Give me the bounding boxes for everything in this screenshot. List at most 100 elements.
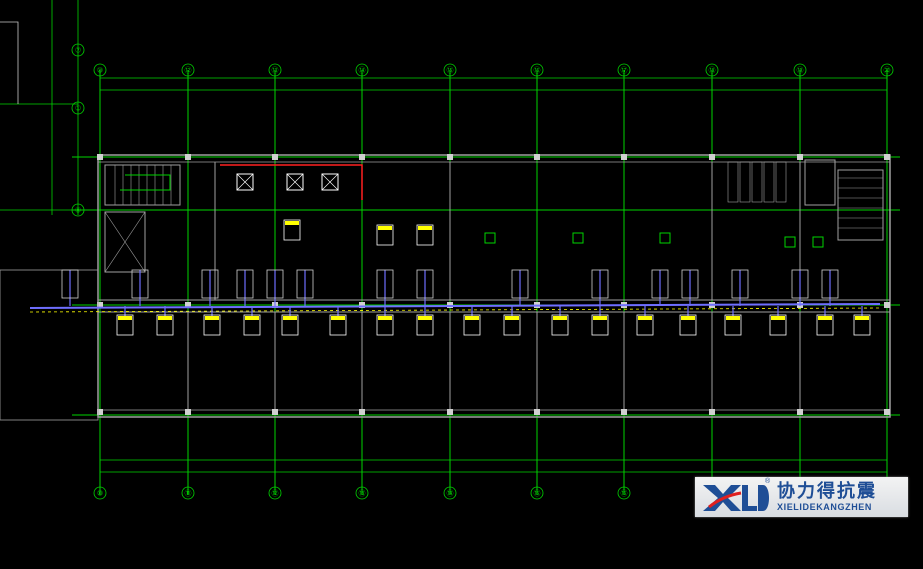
grid-label-top: ⑩ (97, 67, 103, 75)
grid-label-bottom: ⑫ (272, 490, 279, 498)
stair-arrow (120, 174, 171, 191)
grid-label-bottom-bubble (268, 486, 282, 500)
air-terminal (236, 173, 254, 191)
company-logo: ® 协力得抗震 XIELIDEKANGZHEN (695, 477, 908, 517)
fan-coil-label (418, 316, 432, 320)
fan-coil-label (331, 316, 345, 320)
valve-symbol (812, 236, 824, 248)
air-terminal (321, 173, 339, 191)
fan-coil-label (726, 316, 740, 320)
equipment-tag (131, 269, 149, 299)
grid-label-bottom-bubble (617, 486, 631, 500)
fan-coil-unit (503, 314, 521, 336)
valve-symbol (784, 236, 796, 248)
grid-label-left: ① (75, 105, 81, 113)
equipment-tag (376, 269, 394, 299)
column (359, 154, 365, 160)
grid-label-top: ⑳ (884, 67, 891, 75)
fan-coil-unit (283, 219, 301, 241)
valve-symbol (659, 232, 671, 244)
main-pipe (29, 307, 881, 313)
grid-label-top: ⑭ (359, 67, 366, 75)
toilet-stall (763, 161, 775, 203)
fan-coil-unit (156, 314, 174, 336)
column (272, 154, 278, 160)
fan-coil-units (61, 173, 871, 336)
column (185, 409, 191, 415)
fan-coil-unit (416, 314, 434, 336)
grid-label-top-bubble (93, 63, 107, 77)
grid-label-bottom: ⑩ (97, 490, 103, 498)
column (797, 154, 803, 160)
elevator-cross (104, 211, 146, 273)
fan-coil-unit (636, 314, 654, 336)
grid-label-bottom: ⑯ (621, 490, 628, 498)
column (534, 409, 540, 415)
grid-label-bottom-bubble (443, 486, 457, 500)
equipment-tag (416, 269, 434, 299)
stair-right (837, 169, 884, 241)
equipment-tag (821, 269, 839, 299)
column (797, 409, 803, 415)
grid-label-bottom-bubble (530, 486, 544, 500)
fan-coil-unit (551, 314, 569, 336)
grid-label-top: ⑮ (447, 67, 454, 75)
fan-coil-label (285, 221, 299, 225)
column (447, 409, 453, 415)
grid-label-bottom: ⑭ (447, 490, 454, 498)
grid-label-left-bubble (71, 101, 85, 115)
toilet-stall (751, 161, 763, 203)
logo-name-en: XIELIDEKANGZHEN (777, 501, 873, 512)
grid-label-top: ⑬ (272, 67, 279, 75)
fan-coil-label (245, 316, 259, 320)
grid-label-top: ⑱ (709, 67, 716, 75)
grid-label-top: ⑯ (534, 67, 541, 75)
equipment-tag (791, 269, 809, 299)
fan-coil-label (638, 316, 652, 320)
column (272, 409, 278, 415)
fan-coil-unit (243, 314, 261, 336)
column (884, 302, 890, 308)
air-terminal (286, 173, 304, 191)
grid-label-left: ⑧ (75, 207, 81, 215)
grid-label-top-bubble (793, 63, 807, 77)
fan-coil-unit (329, 314, 347, 336)
grid-label-top-bubble (181, 63, 195, 77)
fan-coil-unit (376, 314, 394, 336)
fan-coil-label (681, 316, 695, 320)
equipment-tag (651, 269, 669, 299)
column (709, 409, 715, 415)
column (447, 302, 453, 308)
equipment-tag (591, 269, 609, 299)
column (621, 154, 627, 160)
fan-coil-label (465, 316, 479, 320)
equipment-tag (681, 269, 699, 299)
column (185, 302, 191, 308)
grid-label-top-bubble (880, 63, 894, 77)
grid-label-top-bubble (705, 63, 719, 77)
equipment-tag (201, 269, 219, 299)
column (709, 154, 715, 160)
grid-label-top: ⑰ (621, 67, 628, 75)
supply-pipe (220, 164, 363, 200)
equipment-tag (511, 269, 529, 299)
equipment-tag (61, 269, 79, 299)
fan-coil-label (553, 316, 567, 320)
grid-label-left-bubble (71, 43, 85, 57)
grid-label-top-bubble (268, 63, 282, 77)
grid-label-bottom: ⑬ (359, 490, 366, 498)
elevator-shaft (804, 159, 836, 206)
grid-label-top: ⑲ (797, 67, 804, 75)
column (359, 302, 365, 308)
grid-label-top-bubble (530, 63, 544, 77)
fan-coil-label (205, 316, 219, 320)
column (359, 409, 365, 415)
air-terminal-cross (286, 173, 304, 191)
fan-coil-label (378, 226, 392, 230)
toilet-stall (739, 161, 751, 203)
fan-coil-unit (116, 314, 134, 336)
air-terminal-cross (321, 173, 339, 191)
grid-label-top: ⑫ (185, 67, 192, 75)
walls (0, 21, 891, 421)
